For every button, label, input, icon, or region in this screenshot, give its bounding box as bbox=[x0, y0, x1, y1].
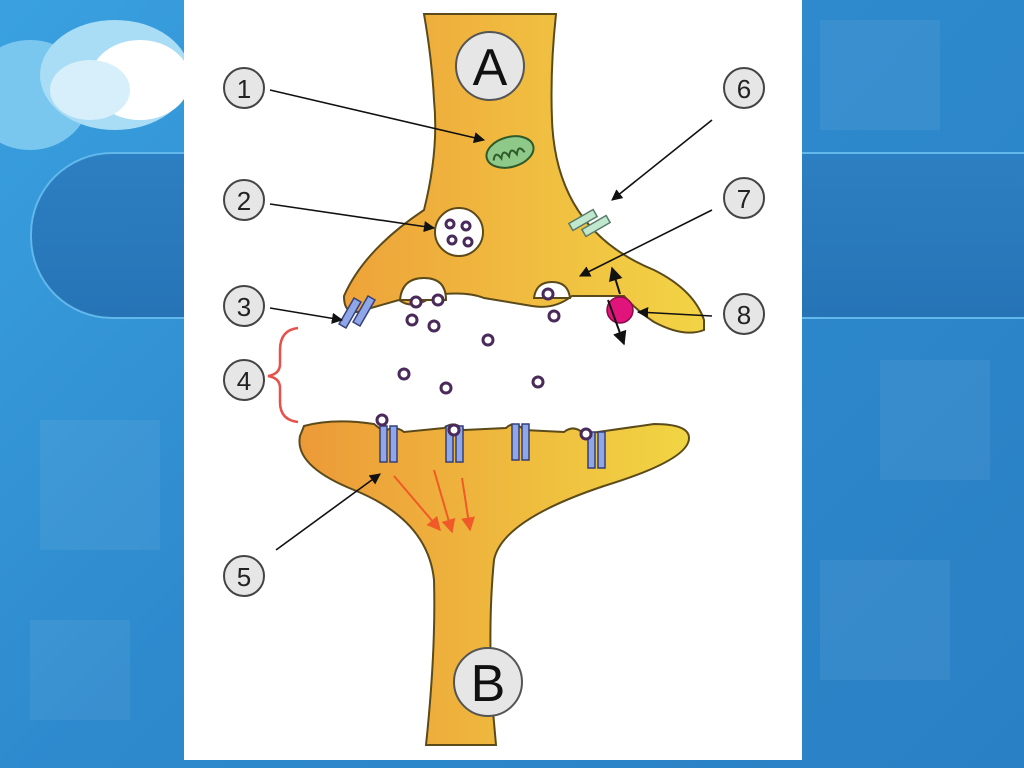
mitochondrion-cristae bbox=[492, 147, 526, 162]
presynaptic-receptor bbox=[338, 294, 376, 330]
reuptake-arrow bbox=[609, 266, 623, 295]
callout-5: 5 bbox=[223, 555, 265, 597]
background-tile bbox=[820, 20, 940, 130]
neurotransmitter-group bbox=[397, 287, 561, 395]
background-tile bbox=[880, 360, 990, 480]
synaptic-vesicle bbox=[434, 207, 484, 257]
cell-b-label: B bbox=[471, 655, 506, 713]
cell-a-circle bbox=[455, 31, 525, 101]
callout-2: 2 bbox=[223, 179, 265, 221]
callout-3: 3 bbox=[223, 285, 265, 327]
reuptake-arrow bbox=[607, 299, 627, 346]
postsynaptic-receptors bbox=[379, 423, 606, 469]
callout-5-label: 5 bbox=[237, 562, 251, 592]
neurotransmitter-group bbox=[444, 218, 474, 248]
synaptic-cleft-bracket bbox=[267, 326, 299, 424]
cell-b-circle bbox=[453, 647, 523, 717]
callout-6: 6 bbox=[723, 67, 765, 109]
synapse-diagram-panel: A bbox=[184, 0, 802, 760]
callout-2-label: 2 bbox=[237, 186, 251, 216]
callout-8-label: 8 bbox=[737, 300, 751, 330]
synapse-diagram: A bbox=[223, 13, 765, 746]
callout-leaders bbox=[269, 89, 713, 551]
ion-flow-arrows bbox=[393, 469, 476, 534]
background-tile bbox=[30, 620, 130, 720]
callout-1-label: 1 bbox=[237, 74, 251, 104]
docked-vesicle-pocket bbox=[398, 276, 448, 301]
callout-4-label: 4 bbox=[237, 366, 251, 396]
callout-7: 7 bbox=[723, 177, 765, 219]
background-tile bbox=[40, 420, 160, 550]
background-tile bbox=[820, 560, 950, 680]
callout-1: 1 bbox=[223, 67, 265, 109]
cloud-decoration bbox=[50, 60, 130, 120]
callout-4: 4 bbox=[223, 359, 265, 401]
cell-a-label: A bbox=[473, 39, 508, 97]
callout-6-label: 6 bbox=[737, 74, 751, 104]
bound-neurotransmitter bbox=[375, 413, 593, 441]
callout-8: 8 bbox=[723, 293, 765, 335]
callout-3-label: 3 bbox=[237, 292, 251, 322]
callout-7-label: 7 bbox=[737, 184, 751, 214]
ion-channel-presynaptic bbox=[567, 208, 612, 238]
